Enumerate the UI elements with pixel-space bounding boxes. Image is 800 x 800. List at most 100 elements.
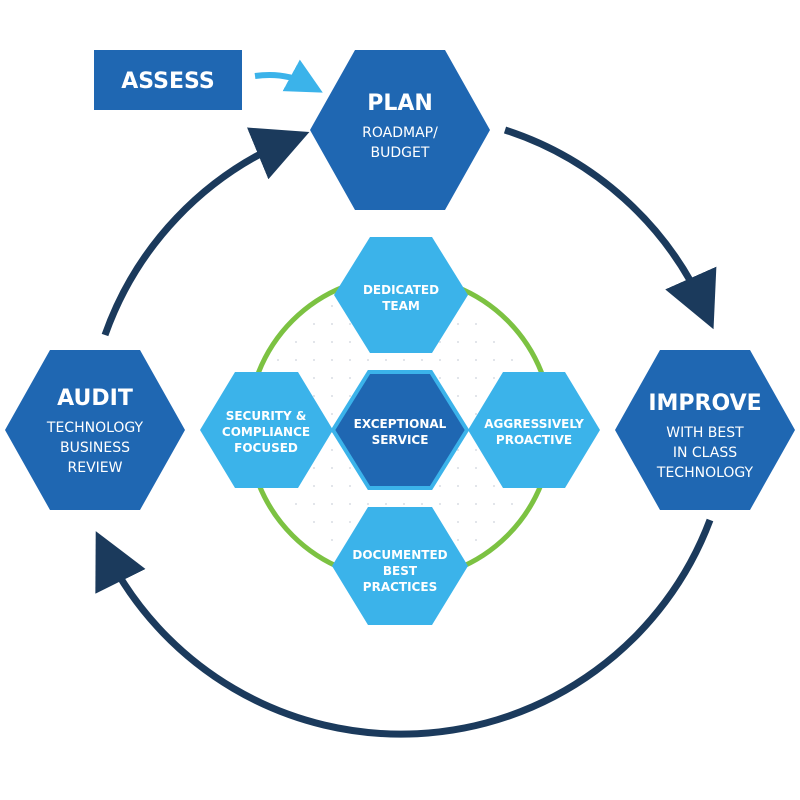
grid-dot <box>493 377 495 379</box>
grid-dot <box>475 413 477 415</box>
grid-dot <box>511 359 513 361</box>
grid-dot <box>421 503 423 505</box>
grid-dot <box>349 521 351 523</box>
grid-dot <box>457 359 459 361</box>
proactive-line-2: PROACTIVE <box>496 433 572 447</box>
audit-line-3: REVIEW <box>68 460 123 476</box>
grid-dot <box>457 539 459 541</box>
grid-dot <box>349 359 351 361</box>
proactive-line-1: AGGRESSIVELY <box>484 417 584 431</box>
grid-dot <box>493 359 495 361</box>
grid-dot <box>439 341 441 343</box>
security-line-1: SECURITY & <box>226 409 307 423</box>
grid-dot <box>475 377 477 379</box>
grid-dot <box>331 539 333 541</box>
grid-dot <box>439 359 441 361</box>
arrow-assess-to-plan <box>254 59 323 93</box>
audit-hexagon: AUDIT TECHNOLOGY BUSINESS REVIEW <box>5 350 185 510</box>
grid-dot <box>475 341 477 343</box>
assess-label: ASSESS <box>121 69 214 94</box>
improve-line-2: IN CLASS <box>673 445 737 461</box>
aggressively-proactive-hexagon: AGGRESSIVELY PROACTIVE <box>468 372 600 488</box>
grid-dot <box>493 521 495 523</box>
grid-dot <box>313 467 315 469</box>
grid-dot <box>475 539 477 541</box>
grid-dot <box>313 359 315 361</box>
grid-dot <box>475 503 477 505</box>
grid-dot <box>403 503 405 505</box>
audit-line-2: BUSINESS <box>60 440 130 456</box>
improve-hexagon: IMPROVE WITH BEST IN CLASS TECHNOLOGY <box>615 350 795 510</box>
grid-dot <box>295 359 297 361</box>
grid-dot <box>475 323 477 325</box>
improve-title: IMPROVE <box>648 391 761 416</box>
grid-dot <box>439 377 441 379</box>
grid-dot <box>331 449 333 451</box>
grid-dot <box>313 521 315 523</box>
grid-dot <box>421 359 423 361</box>
improve-line-1: WITH BEST <box>666 425 744 441</box>
arrow-audit-to-plan <box>101 127 310 337</box>
grid-dot <box>349 467 351 469</box>
grid-dot <box>457 485 459 487</box>
grid-dot <box>475 449 477 451</box>
plan-line-2: BUDGET <box>371 145 430 161</box>
grid-dot <box>475 485 477 487</box>
grid-dot <box>349 485 351 487</box>
security-compliance-hexagon: SECURITY & COMPLIANCE FOCUSED <box>200 372 333 488</box>
exceptional-line-1: EXCEPTIONAL <box>354 417 447 431</box>
grid-dot <box>457 341 459 343</box>
grid-dot <box>439 485 441 487</box>
grid-dot <box>295 503 297 505</box>
grid-dot <box>457 503 459 505</box>
grid-dot <box>331 323 333 325</box>
plan-line-1: ROADMAP/ <box>362 125 438 141</box>
grid-dot <box>349 395 351 397</box>
security-line-3: FOCUSED <box>234 441 298 455</box>
documented-line-3: PRACTICES <box>363 580 437 594</box>
dedicated-team-line-2: TEAM <box>382 299 420 313</box>
grid-dot <box>439 503 441 505</box>
grid-dot <box>331 503 333 505</box>
grid-dot <box>313 395 315 397</box>
grid-dot <box>331 395 333 397</box>
grid-dot <box>457 449 459 451</box>
documented-best-practices-hexagon: DOCUMENTED BEST PRACTICES <box>332 507 468 625</box>
audit-title: AUDIT <box>57 386 133 411</box>
grid-dot <box>313 485 315 487</box>
dedicated-team-hexagon: DEDICATED TEAM <box>334 237 468 353</box>
grid-dot <box>367 503 369 505</box>
grid-dot <box>457 395 459 397</box>
grid-dot <box>475 359 477 361</box>
grid-dot <box>475 521 477 523</box>
grid-dot <box>313 323 315 325</box>
grid-dot <box>331 341 333 343</box>
grid-dot <box>511 503 513 505</box>
grid-dot <box>331 413 333 415</box>
grid-dot <box>331 521 333 523</box>
grid-dot <box>295 341 297 343</box>
documented-line-1: DOCUMENTED <box>352 548 447 562</box>
grid-dot <box>349 377 351 379</box>
plan-title: PLAN <box>367 91 433 116</box>
grid-dot <box>349 341 351 343</box>
grid-dot <box>313 341 315 343</box>
audit-line-1: TECHNOLOGY <box>46 420 144 436</box>
grid-dot <box>475 395 477 397</box>
grid-dot <box>331 485 333 487</box>
dedicated-team-line-1: DEDICATED <box>363 283 439 297</box>
assess-box: ASSESS <box>94 50 242 110</box>
grid-dot <box>385 359 387 361</box>
grid-dot <box>493 503 495 505</box>
grid-dot <box>277 359 279 361</box>
grid-dot <box>493 485 495 487</box>
grid-dot <box>475 467 477 469</box>
exceptional-line-2: SERVICE <box>372 433 429 447</box>
improve-line-3: TECHNOLOGY <box>656 465 754 481</box>
grid-dot <box>367 359 369 361</box>
grid-dot <box>349 323 351 325</box>
grid-dot <box>385 503 387 505</box>
grid-dot <box>331 467 333 469</box>
exceptional-service-hexagon: EXCEPTIONAL SERVICE <box>330 370 470 490</box>
